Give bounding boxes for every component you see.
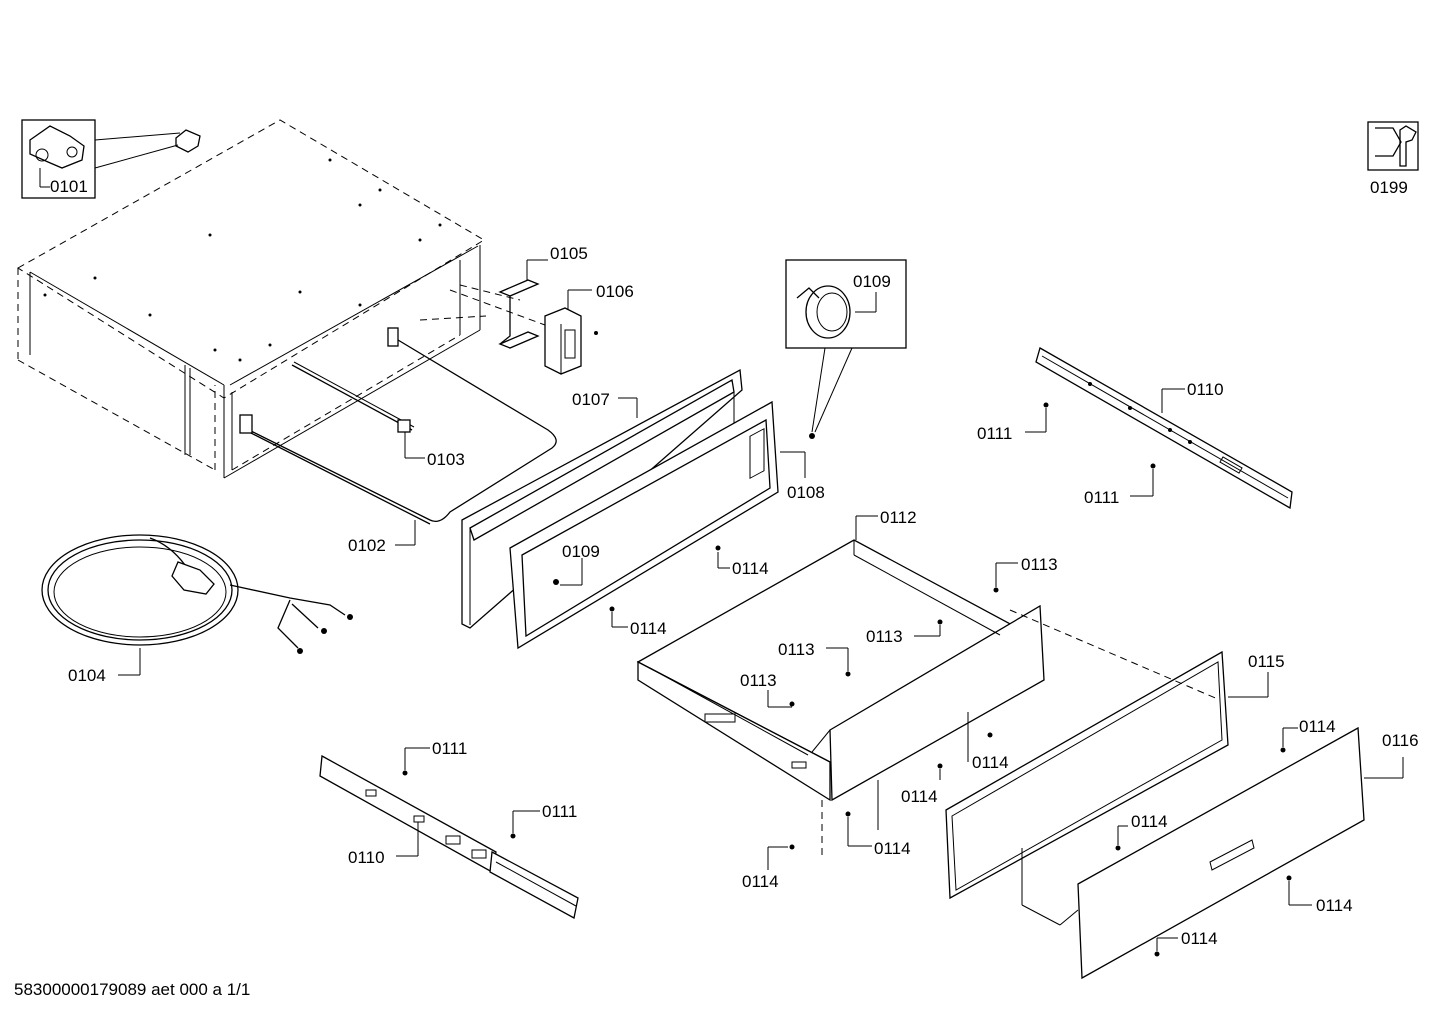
label-0114-f: 0114 (742, 872, 779, 891)
label-0114-d: 0114 (901, 787, 938, 806)
part-0110-right-rail: 0110 (1035, 347, 1293, 510)
label-0111-d: 0111 (542, 802, 577, 821)
part-0109-knob: 0109 0109 (560, 259, 907, 586)
part-0105-bracket: 0105 (498, 244, 588, 349)
label-0110-right: 0110 (1187, 380, 1224, 399)
housing-part (17, 119, 546, 479)
label-0106: 0106 (596, 282, 634, 301)
part-0101-terminal-block: 0101 (21, 119, 201, 199)
part-0113-screws: 0113 0113 0113 0113 (740, 555, 1058, 708)
label-0109-top: 0109 (853, 272, 891, 291)
part-0110-left-rail: 0110 (319, 754, 579, 919)
part-0103-sensor-rod: 0103 (291, 361, 465, 469)
label-0103: 0103 (427, 450, 465, 469)
label-0111-c: 0111 (432, 739, 467, 758)
label-0109-frame: 0109 (562, 542, 600, 561)
label-0104: 0104 (68, 666, 106, 685)
label-0113-a: 0113 (1021, 555, 1058, 574)
label-0114-j: 0114 (1181, 929, 1218, 948)
label-0199: 0199 (1370, 178, 1408, 197)
part-0115-front-panel: 0115 (945, 609, 1285, 900)
label-0114-b: 0114 (630, 619, 667, 638)
label-0113-d: 0113 (740, 671, 777, 690)
part-0199-service-tool-icon: 0199 (1367, 121, 1419, 197)
label-0111-b: 0111 (1084, 488, 1119, 507)
part-0106-control-module: 0106 (544, 282, 634, 375)
part-0114-screws: 0114 0114 0114 0114 0114 0114 0114 0114 (609, 545, 1353, 957)
part-0111-screws-right: 0111 0111 (977, 402, 1156, 507)
label-0113-c: 0113 (778, 640, 815, 659)
label-0107: 0107 (572, 390, 610, 409)
label-0114-g: 0114 (1299, 717, 1336, 736)
label-0114-a: 0114 (732, 559, 769, 578)
label-0115: 0115 (1248, 652, 1285, 671)
label-0114-i: 0114 (1316, 896, 1353, 915)
label-0113-b: 0113 (866, 627, 903, 646)
label-0111-a: 0111 (977, 424, 1012, 443)
label-0116: 0116 (1382, 731, 1419, 750)
document-id-footer: 58300000179089 aet 000 a 1/1 (14, 980, 251, 999)
label-0114-h: 0114 (1131, 812, 1168, 831)
part-0116-outer-front: 0116 (1021, 726, 1419, 980)
part-0111-screws-left: 0111 0111 (402, 739, 577, 839)
label-0101: 0101 (50, 177, 88, 196)
label-0108: 0108 (787, 483, 825, 502)
label-0102: 0102 (348, 536, 386, 555)
part-0104-power-cord: 0104 (41, 534, 353, 685)
label-0105: 0105 (550, 244, 588, 263)
label-0114-e: 0114 (874, 839, 911, 858)
part-0102-heating-element: 0102 (239, 327, 557, 555)
label-0114-c: 0114 (972, 753, 1009, 772)
part-0112-drawer: 0112 (636, 508, 1045, 802)
label-0110-left: 0110 (348, 848, 385, 867)
label-0112: 0112 (880, 508, 917, 527)
